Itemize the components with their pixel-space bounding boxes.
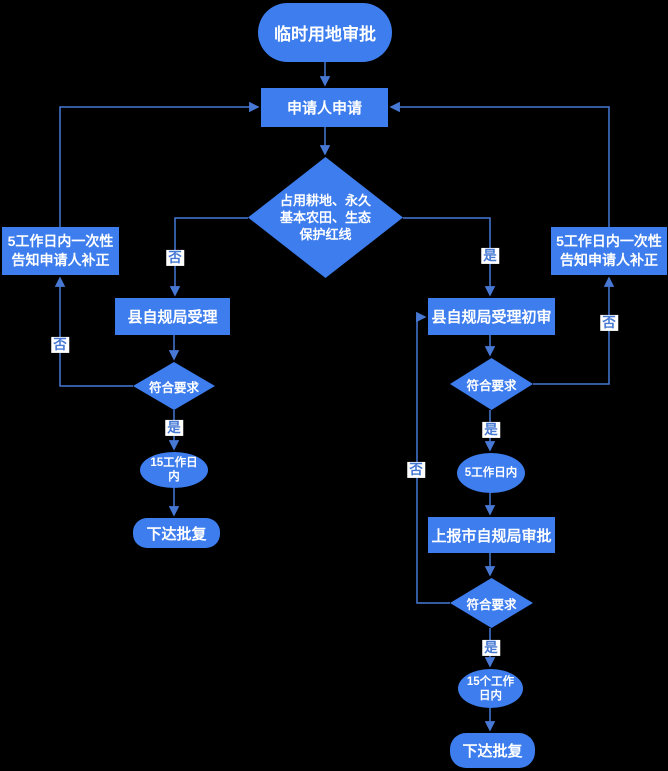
node-report-city-approval: 上报市自规局审批 [428, 517, 555, 553]
node-issue-right: 下达批复 [450, 733, 535, 768]
node-notify-left: 5工作日内一次性 告知申请人补正 [2, 227, 119, 275]
node-within15-left: 15工作日 内 [140, 452, 208, 488]
edge-label-no-check-left: 否 [51, 336, 69, 354]
edge-check-left-no-to-notify-left [54, 276, 133, 387]
edge-check-right-2-no-to-county-initial [416, 311, 450, 604]
node-notify-right: 5工作日内一次性 告知申请人补正 [551, 227, 667, 275]
node-within15-right: 15个工作 日内 [458, 669, 523, 708]
node-within5-right: 5工作日内 [457, 453, 525, 493]
node-applicant-apply: 申请人申请 [261, 88, 388, 127]
node-county-initial-review: 县自规局受理初审 [428, 298, 555, 335]
edge-label-no-check-right-2: 否 [407, 461, 425, 479]
edge-label-yes-check-right-1: 是 [482, 421, 500, 439]
edge-notify-right-to-apply [389, 101, 610, 227]
edge-label-no-check-right-1: 否 [600, 314, 618, 332]
edge-label-yes-check-right-2: 是 [482, 639, 500, 657]
edge-label-yes-main-right: 是 [481, 247, 499, 265]
edge-check-right-1-no-to-notify-right [533, 276, 615, 385]
node-start: 临时用地审批 [258, 3, 392, 62]
node-county-accept: 县自规局受理 [115, 298, 230, 335]
edge-main-decision-yes-to-county-initial [403, 217, 496, 297]
edge-main-decision-no-to-county-accept [169, 217, 248, 297]
edge-label-no-main-left: 否 [166, 249, 184, 267]
node-issue-left: 下达批复 [133, 518, 220, 548]
edge-notify-left-to-apply [59, 101, 260, 227]
edge-label-yes-check-left: 是 [165, 419, 183, 437]
